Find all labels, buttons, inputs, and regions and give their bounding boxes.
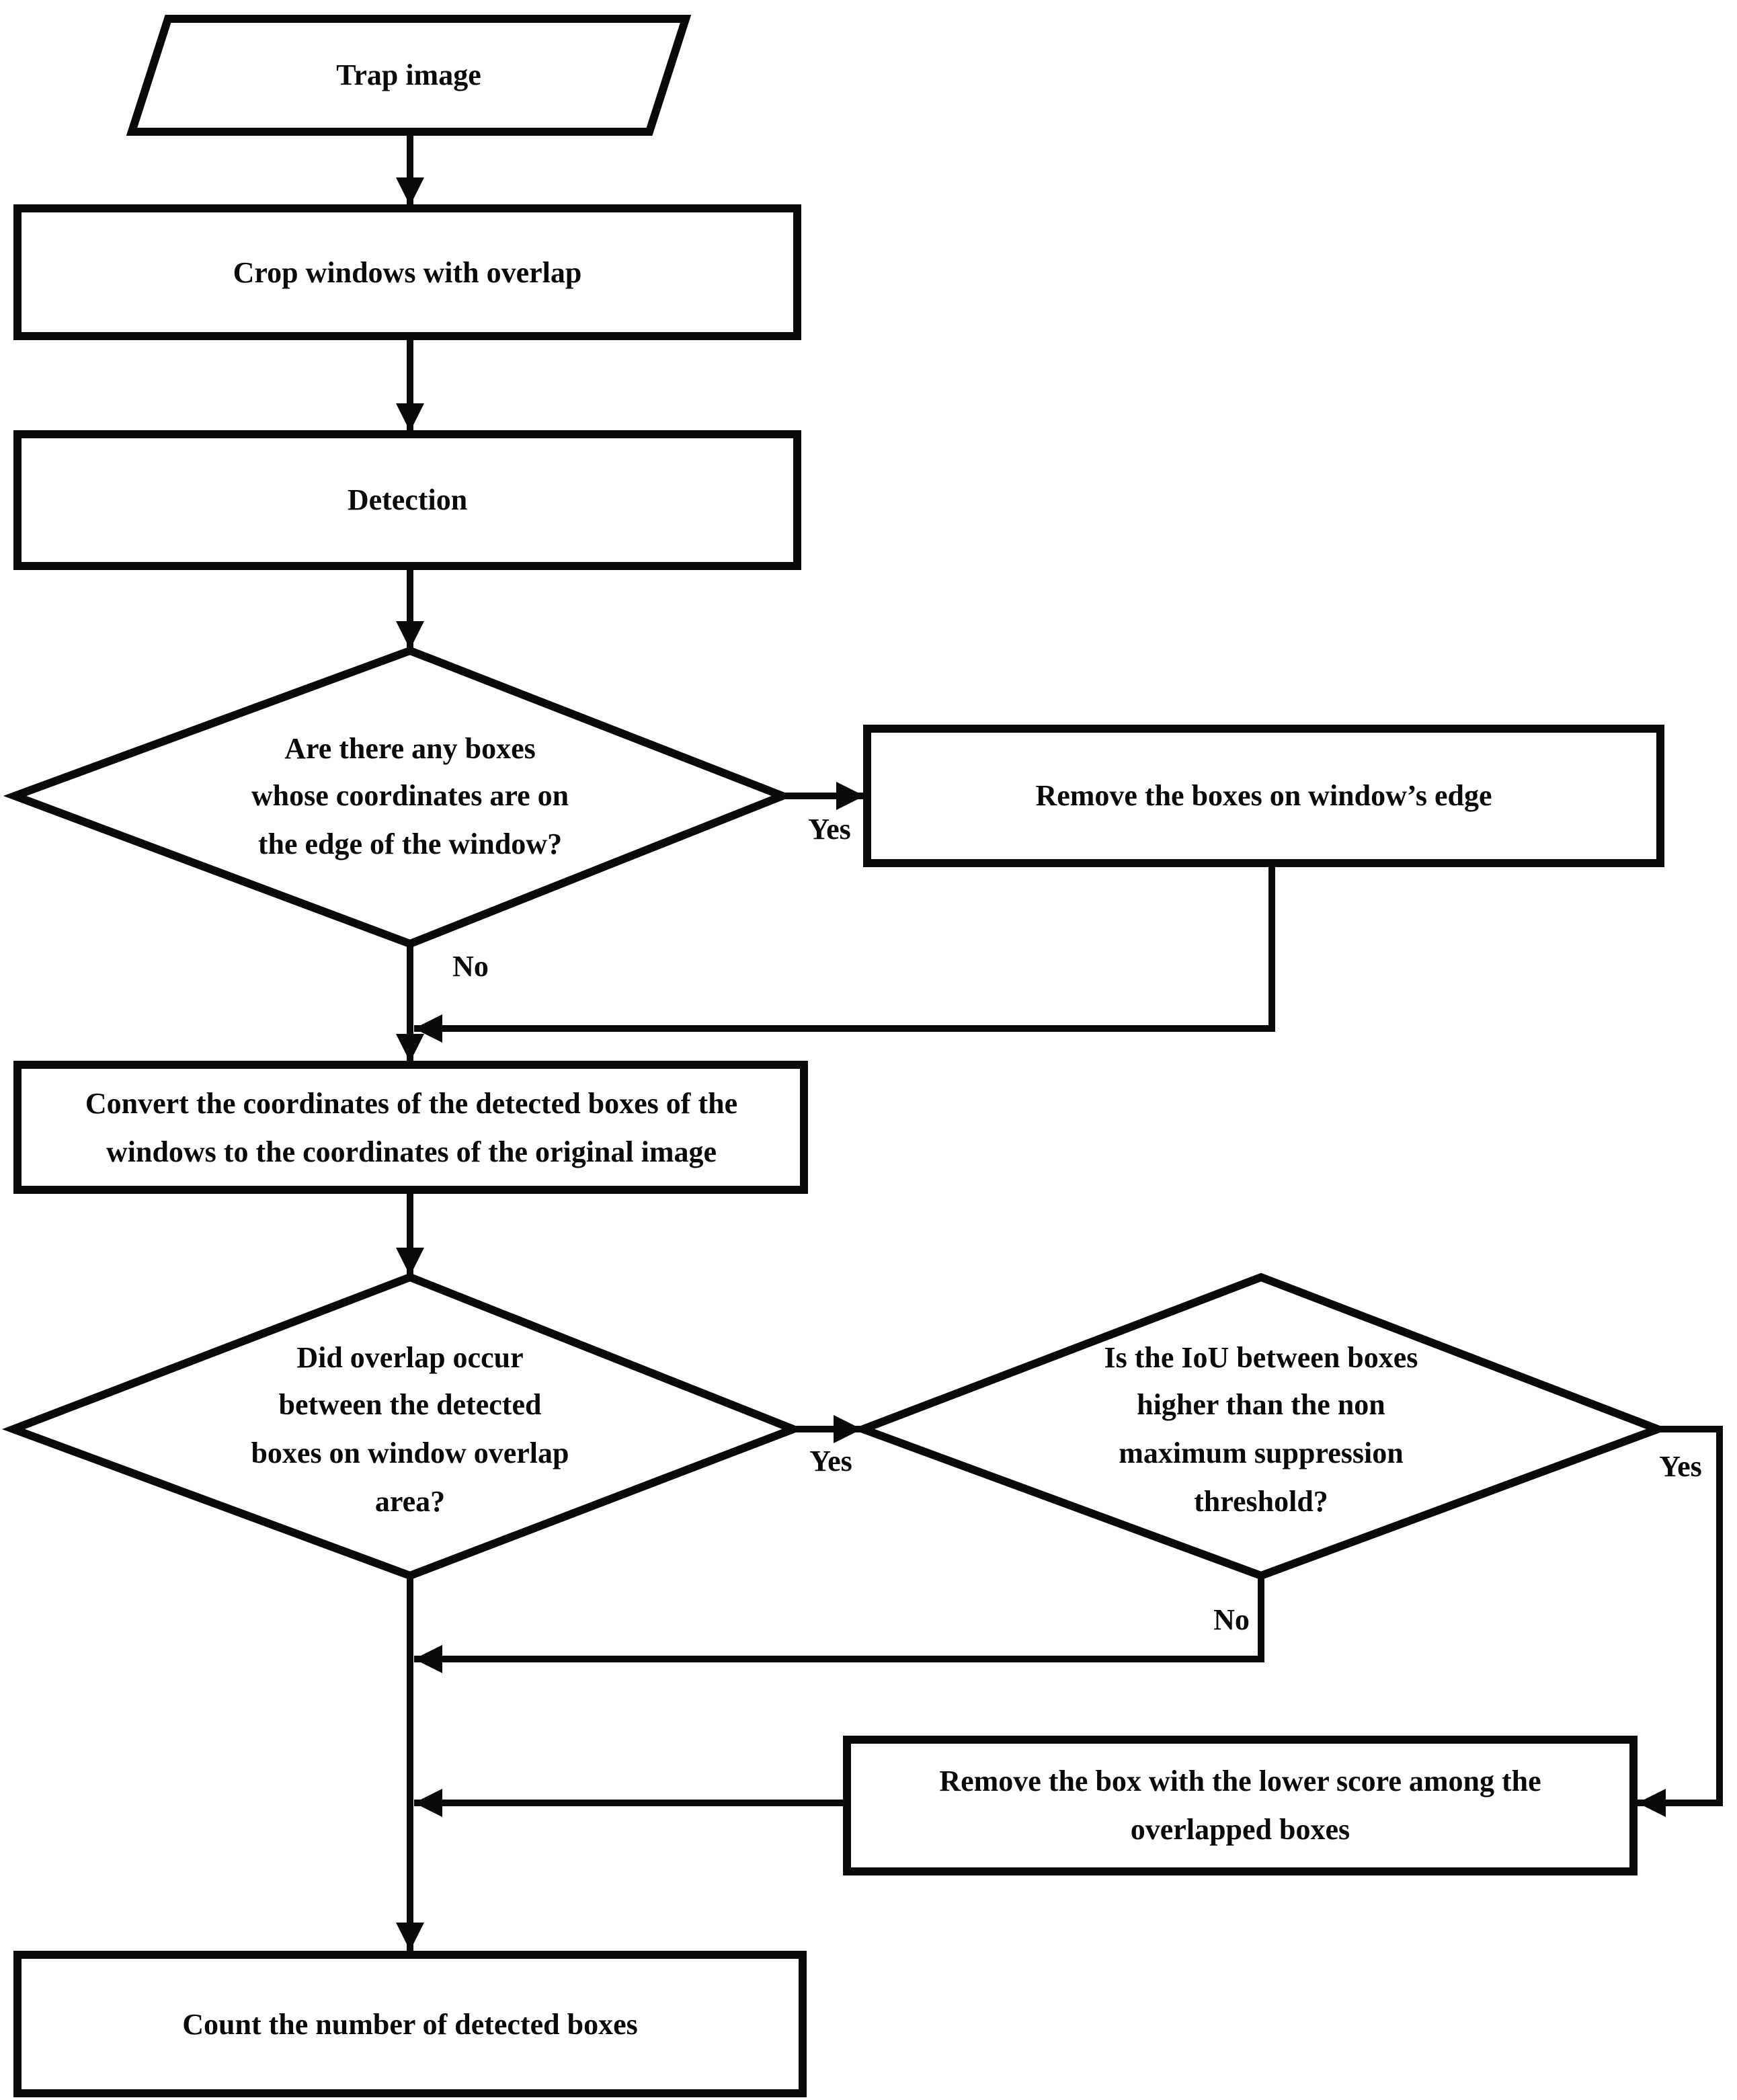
connector-remove-edge-feedback (414, 860, 1275, 1043)
iou-decision-diamond (851, 1273, 1670, 1580)
trap-image-parallelogram (126, 15, 692, 136)
connector-iou-decision-yes (1638, 1426, 1723, 1817)
convert-coordinates-box (13, 1061, 808, 1194)
remove-lower-score-box (843, 1736, 1638, 1875)
count-boxes-box (13, 1951, 807, 2097)
remove-edge-boxes-box (863, 725, 1664, 867)
connector-iou-decision-no (414, 1576, 1264, 1673)
edge-decision-diamond (3, 646, 794, 948)
overlap-decision-diamond (1, 1273, 805, 1580)
detection-box (13, 430, 801, 570)
crop-windows-box (13, 204, 801, 340)
